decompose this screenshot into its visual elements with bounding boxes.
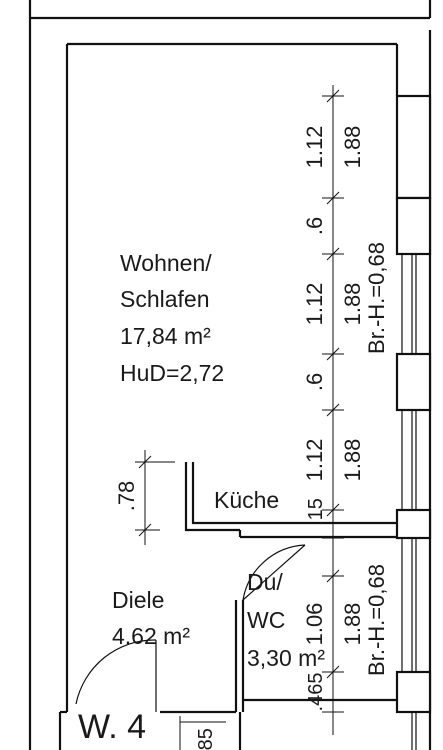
bottom-dimension (179, 716, 226, 750)
partition-dimension (135, 450, 175, 545)
diele-name: Diele (112, 587, 164, 613)
wohnen-name-line1: Wohnen/ (120, 250, 212, 276)
dim-sill: .465 (305, 673, 327, 712)
wohnen-name-line2: Schlafen (120, 286, 210, 312)
wohnen-area: 17,84 m² (120, 323, 211, 349)
dim-width-3: 1.88 (340, 439, 365, 482)
dim-window-4: 1.06 (302, 603, 327, 646)
dim-pier-1: .6 (302, 217, 327, 235)
window-frames (395, 94, 432, 714)
dim-window-3: 1.12 (302, 439, 327, 482)
dim-window-1: 1.12 (302, 126, 327, 169)
parapet-height-lower: Br.-H.=0,68 (364, 564, 389, 676)
dim-pier-3: .15 (305, 498, 327, 526)
dim-width-2: 1.88 (340, 283, 365, 326)
duwc-name-line1: Du/ (247, 569, 283, 595)
duwc-area: 3,30 m² (247, 645, 325, 671)
wohnen-height: HuD=2,72 (120, 360, 224, 386)
partitions (58, 462, 397, 750)
dim-window-2: 1.12 (302, 283, 327, 326)
dim-width-4: 1.88 (340, 603, 365, 646)
dim-pier-2: .6 (302, 373, 327, 391)
parapet-height-upper: Br.-H.=0,68 (364, 242, 389, 354)
dim-bottom: .85 (195, 728, 217, 750)
unit-label: W. 4 (78, 708, 146, 746)
diele-area: 4.62 m² (112, 623, 190, 649)
kueche-name: Küche (214, 487, 279, 513)
dimension-chain (322, 85, 344, 735)
dim-partition: .78 (114, 481, 139, 512)
dim-width-1: 1.88 (340, 126, 365, 169)
duwc-name-line2: WC (247, 607, 285, 633)
door-swings (75, 544, 306, 712)
